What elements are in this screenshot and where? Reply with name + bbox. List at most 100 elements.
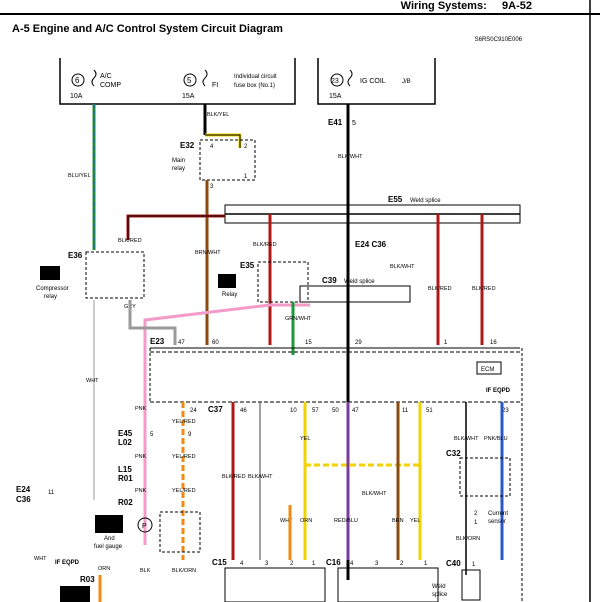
connector-e35: E35 bbox=[240, 261, 255, 270]
main-relay-label-b: relay bbox=[172, 166, 185, 172]
fuse-6-symbol bbox=[91, 69, 97, 87]
main-relay-pin-1: 1 bbox=[244, 174, 248, 180]
fuse-23-circle bbox=[330, 73, 344, 87]
connector-e41: E41 bbox=[328, 118, 343, 127]
pin-c37-24: 24 bbox=[190, 408, 197, 414]
label-blk-red-2: BLK/RED bbox=[253, 242, 277, 248]
section-title: Wiring Systems: bbox=[400, 0, 487, 12]
connector-e24-c36: E24 C36 bbox=[355, 240, 387, 249]
fuse-23-amp: 15A bbox=[329, 93, 342, 100]
label-blk-wht-3: BLK/WHT bbox=[248, 474, 273, 480]
pin-c37-47: 47 bbox=[352, 408, 359, 414]
connector-e45: E45 bbox=[118, 429, 133, 438]
label-yel-red-2: YEL/RED bbox=[172, 454, 196, 460]
ecm-box bbox=[476, 361, 502, 375]
page-header: Wiring Systems: 9A-52 bbox=[401, 0, 532, 12]
fuel-gauge-p: P bbox=[142, 523, 147, 530]
fuse-box-outline bbox=[59, 58, 296, 105]
label-blu-yel: BLU/YEL bbox=[68, 173, 91, 179]
pin-e45-9: 9 bbox=[188, 432, 192, 438]
compressor-relay-label-b: relay bbox=[44, 294, 57, 300]
pin-c37-50: 50 bbox=[332, 408, 339, 414]
label-blk-wht-top: BLK/WHT bbox=[338, 154, 363, 160]
label-blk-wht-4: BLK/WHT bbox=[362, 491, 387, 497]
diagram-title: A-5 Engine and A/C Control System Circui… bbox=[12, 23, 283, 35]
compressor-relay-label-a: Compressor bbox=[36, 286, 69, 292]
fuse-5-label: FI bbox=[212, 82, 218, 89]
label-blk-red-1: BLK/RED bbox=[118, 238, 142, 244]
label-yel-1: YEL bbox=[300, 436, 310, 442]
connector-r03: R03 bbox=[80, 575, 95, 584]
label-wht-3: WHT bbox=[280, 518, 293, 524]
wire-pnk bbox=[143, 303, 310, 410]
fuse-6-label-a: A/C bbox=[100, 73, 112, 80]
pin-e55-16: 16 bbox=[490, 340, 497, 346]
main-relay-label-a: Main bbox=[172, 158, 185, 164]
pin-c15-4: 4 bbox=[240, 561, 244, 567]
pin-c32-1: 1 bbox=[474, 520, 478, 526]
compressor-relay-box bbox=[85, 251, 145, 299]
c16-box bbox=[337, 567, 439, 602]
compressor-relay-icon bbox=[40, 266, 60, 280]
pin-c37-57: 57 bbox=[312, 408, 319, 414]
current-sensor-box bbox=[459, 457, 511, 497]
label-yel-2: YEL bbox=[410, 518, 420, 524]
connector-c16: C16 bbox=[326, 558, 341, 567]
connector-c37: C37 bbox=[208, 405, 223, 414]
jb-label: J/B bbox=[402, 79, 411, 85]
pin-c39-15: 15 bbox=[305, 340, 312, 346]
label-blk-red-5: BLK/RED bbox=[222, 474, 246, 480]
connector-e36: E36 bbox=[68, 251, 83, 260]
pin-e23-60: 60 bbox=[212, 340, 219, 346]
ecm-label: ECM bbox=[481, 367, 494, 373]
fuse-box-note-b: fuse box (No.1) bbox=[234, 83, 275, 89]
pin-c37-51: 51 bbox=[426, 408, 433, 414]
pin-c15-1: 1 bbox=[312, 561, 316, 567]
fuse-5-number: 5 bbox=[187, 76, 192, 85]
pin-c37-46: 46 bbox=[240, 408, 247, 414]
pin-e24-11: 11 bbox=[48, 490, 55, 496]
connector-c15: C15 bbox=[212, 558, 227, 567]
label-pnk-3: PNK bbox=[135, 488, 147, 494]
connector-r02: R02 bbox=[118, 498, 133, 507]
fuse-6-label-b: COMP bbox=[100, 82, 121, 89]
label-blk-yel: BLK/YEL bbox=[207, 112, 229, 118]
connector-c40: C40 bbox=[446, 559, 461, 568]
connector-l15: L15 bbox=[118, 465, 132, 474]
connector-l02: L02 bbox=[118, 438, 132, 447]
jb-box-outline bbox=[317, 58, 436, 105]
fuse-box-note-a: Individual circuit bbox=[234, 74, 277, 80]
current-sensor-label-b: sensor bbox=[488, 519, 506, 525]
pin-c37-11: 11 bbox=[402, 408, 409, 414]
connector-c32: C32 bbox=[446, 449, 461, 458]
fuel-gauge-symbol bbox=[137, 517, 153, 533]
label-orn: ORN bbox=[300, 518, 312, 524]
main-relay-box bbox=[199, 139, 256, 181]
pin-c39-29: 29 bbox=[355, 340, 362, 346]
pin-c37-10: 10 bbox=[290, 408, 297, 414]
pin-c16-3: 3 bbox=[375, 561, 379, 567]
diagram-code: S6RS0C910E006 bbox=[474, 37, 522, 43]
if-eqpd-right: IF EQPD bbox=[486, 388, 511, 394]
connector-e32: E32 bbox=[180, 141, 195, 150]
pin-c40-1: 1 bbox=[472, 562, 476, 568]
c15-box bbox=[224, 567, 326, 602]
label-pnk-2: PNK bbox=[135, 454, 147, 460]
wire-red-top-core bbox=[127, 215, 225, 240]
label-pnk-blu: PNK/BLU bbox=[484, 436, 508, 442]
pin-e55-1: 1 bbox=[444, 340, 448, 346]
fuel-gauge-label-a: And bbox=[104, 536, 115, 542]
pin-c32-2: 2 bbox=[474, 511, 478, 517]
fuse-23-number: 23 bbox=[331, 78, 339, 85]
fuse-23-label: IG COIL bbox=[360, 78, 386, 85]
header-rule bbox=[0, 13, 600, 15]
label-orn-2: ORN bbox=[98, 566, 110, 572]
r03-icon bbox=[60, 586, 90, 602]
fi-relay-icon bbox=[218, 274, 236, 288]
label-blk-orn: BLK/ORN bbox=[456, 536, 480, 542]
wire-red-top bbox=[126, 214, 225, 240]
label-blk-red-3: BLK/RED bbox=[428, 286, 452, 292]
label-blk-red-4: BLK/RED bbox=[472, 286, 496, 292]
weld-splice-label-a: Weld bbox=[432, 584, 446, 590]
